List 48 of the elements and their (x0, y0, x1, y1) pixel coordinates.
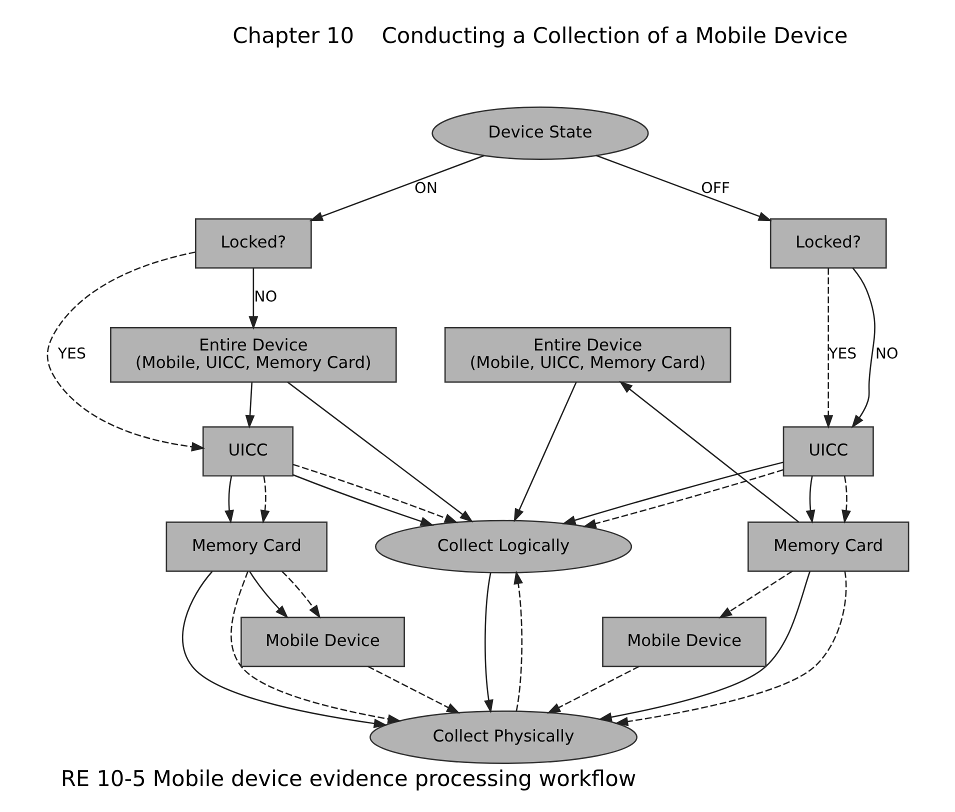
arrow (286, 382, 473, 522)
arrow (823, 268, 833, 429)
arrow (582, 469, 784, 528)
edge-label: YES (57, 344, 86, 363)
node-box: UICC (202, 426, 294, 477)
edge-label: OFF (700, 178, 730, 197)
arrow (546, 666, 639, 714)
arrow (598, 570, 810, 722)
arrow (513, 382, 576, 522)
edge-label: YES (828, 344, 856, 363)
edge-label: ON (414, 178, 438, 197)
arrow (614, 571, 846, 726)
arrow (224, 476, 234, 524)
arrow (182, 570, 387, 728)
arrow (367, 666, 460, 714)
arrow (618, 380, 799, 523)
arrow (292, 464, 458, 524)
arrow (260, 476, 270, 524)
node-box: Entire Device (Mobile, UICC, Memory Card) (110, 327, 396, 383)
arrow (718, 570, 792, 619)
node-box: Locked? (194, 218, 312, 269)
arrow (841, 476, 850, 524)
arrow (281, 570, 320, 619)
arrow (595, 154, 772, 222)
node-ellipse: Device State (431, 106, 648, 160)
node-box: Locked? (769, 218, 886, 269)
node-box: Entire Device (Mobile, UICC, Memory Card) (444, 327, 731, 383)
arrow (248, 571, 288, 618)
arrow (308, 154, 484, 222)
arrow (292, 474, 434, 526)
node-box: Memory Card (747, 522, 909, 572)
node-box: UICC (782, 426, 874, 477)
arrow (484, 572, 493, 714)
arrow (805, 476, 815, 524)
arrow (244, 382, 254, 429)
arrow (562, 462, 784, 525)
label: Chapter 10 Conducting a Collection of a Mobile Device (232, 24, 848, 50)
caption: RE 10-5 Mobile device evidence processing workflow (60, 767, 636, 792)
edge-label: NO (874, 344, 898, 363)
node-box: Mobile Device (602, 616, 766, 668)
arrow (46, 251, 205, 452)
edge-label: NO (254, 288, 277, 306)
arrow (230, 571, 401, 724)
node-box: Mobile Device (240, 616, 404, 668)
node-box: Memory Card (165, 522, 327, 572)
arrow (850, 268, 875, 428)
arrow (248, 268, 258, 330)
arrow (513, 570, 523, 712)
